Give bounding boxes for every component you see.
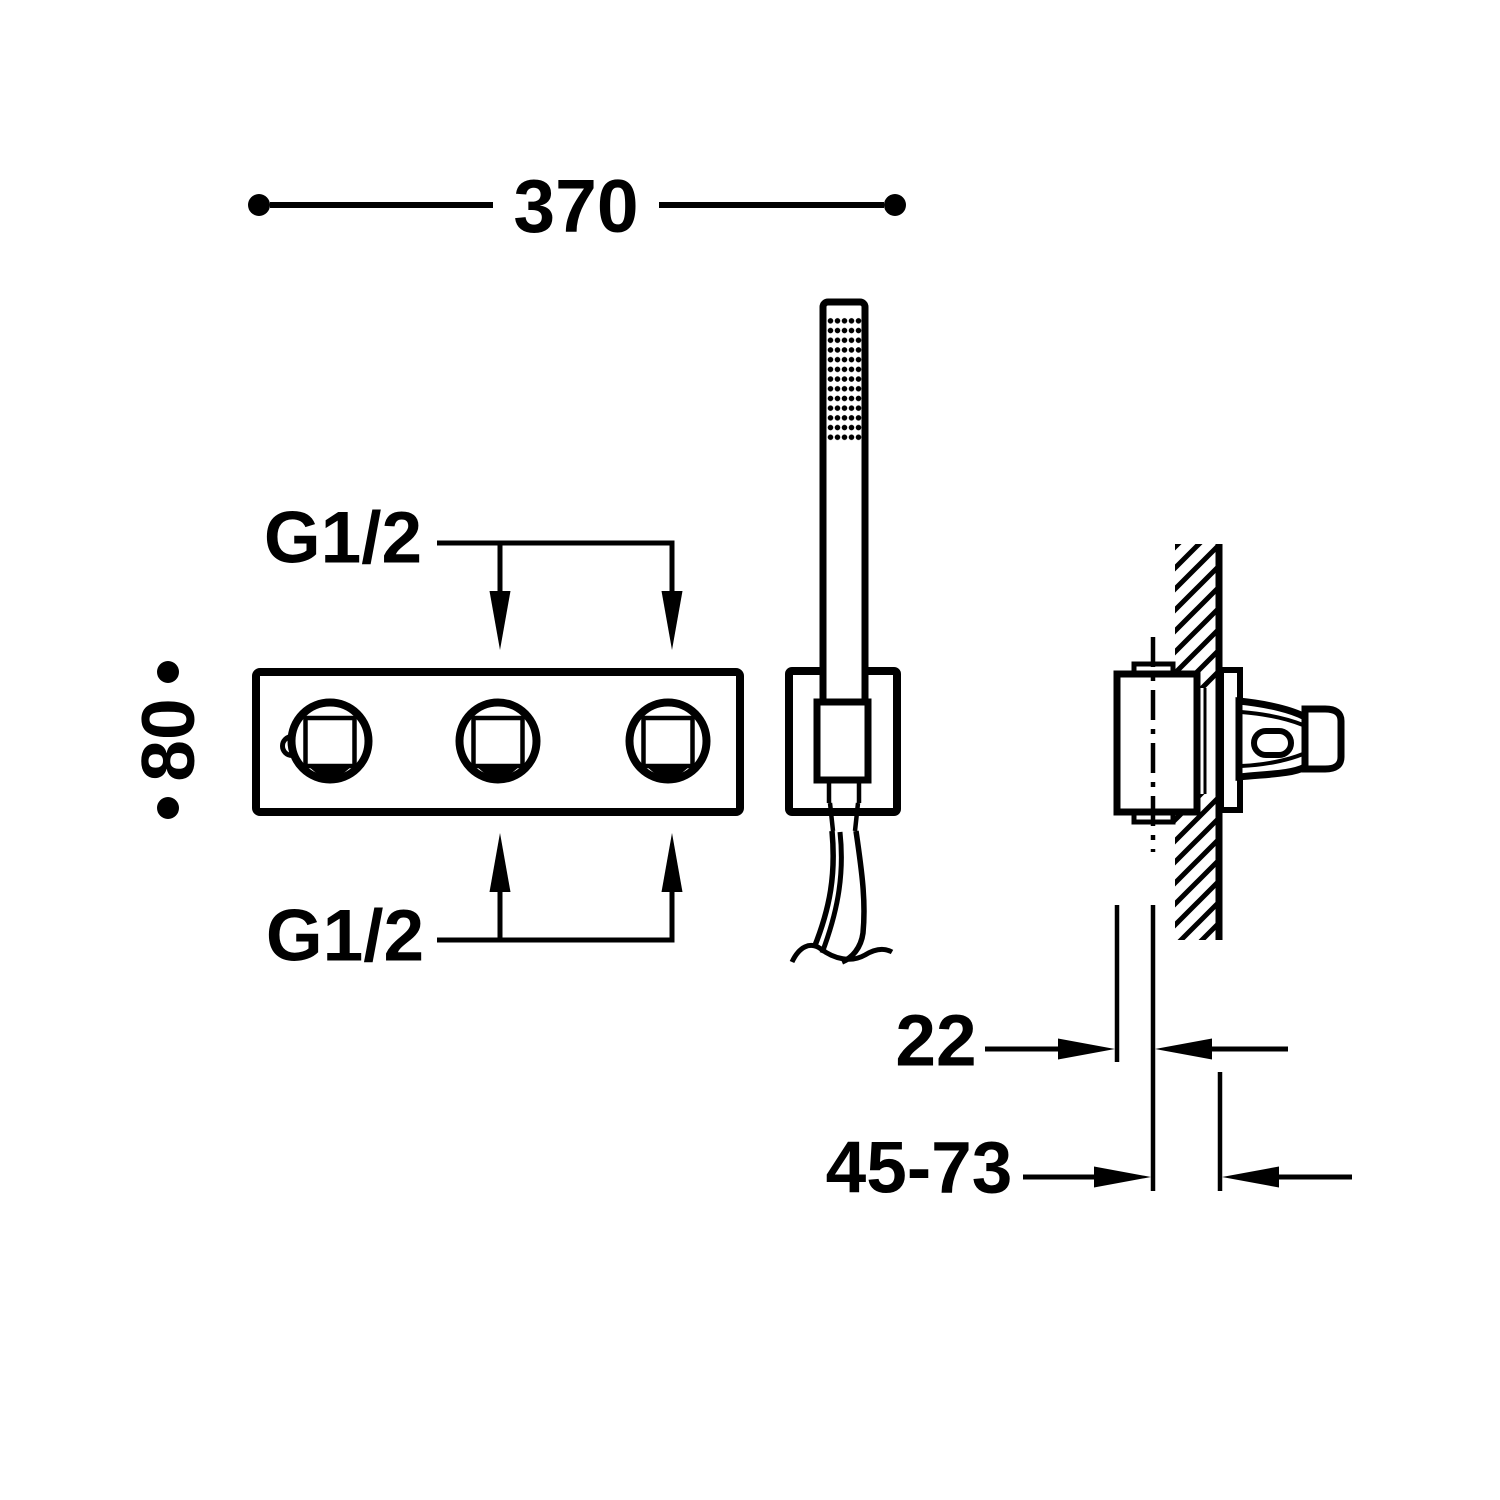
knob-square xyxy=(471,715,525,769)
arrow-left xyxy=(1222,1166,1279,1188)
hand-shower-assembly xyxy=(785,298,901,965)
holder-clamp xyxy=(813,698,872,784)
shower-hose xyxy=(811,830,836,950)
handle-cone-inner-line xyxy=(1240,752,1304,768)
shower-hose xyxy=(819,831,844,954)
thread-annotation-bottom: G1/2 xyxy=(266,833,683,977)
hose-connector xyxy=(826,782,862,832)
depth-dimension-22: 22 xyxy=(895,1001,1288,1082)
depth-range-dimension-label: 45-73 xyxy=(826,1128,1013,1209)
arrow-up xyxy=(661,833,683,892)
knob-left xyxy=(280,698,373,784)
handle-cone-inner-line xyxy=(1240,710,1304,727)
depth-dimension-label: 22 xyxy=(895,1001,976,1082)
leader-line xyxy=(437,540,675,600)
arrow-right xyxy=(1094,1166,1151,1188)
hose-break-line xyxy=(789,943,894,964)
knob-bottom-wedge xyxy=(477,767,519,777)
knob-square xyxy=(641,715,695,769)
arrow-left xyxy=(1155,1038,1212,1060)
depth-dimensions: 22 45-73 xyxy=(826,905,1352,1209)
leader-line xyxy=(437,885,675,943)
knob-bottom-wedge xyxy=(647,767,689,777)
dimension-endpoint-dot xyxy=(157,661,179,683)
dimension-endpoint-dot xyxy=(157,797,179,819)
side-view-wall-section xyxy=(1113,544,1345,940)
thread-label-bottom: G1/2 xyxy=(266,896,424,977)
knob-right xyxy=(625,698,711,784)
handle-slot xyxy=(1251,728,1294,758)
height-dimension: 80 xyxy=(126,661,210,819)
arrow-down xyxy=(489,591,511,650)
knob-bottom-wedge xyxy=(309,767,351,777)
height-dimension-label: 80 xyxy=(126,698,210,781)
arrow-up xyxy=(489,833,511,892)
thread-label-top: G1/2 xyxy=(264,498,422,579)
shower-hose xyxy=(840,830,867,965)
spray-face xyxy=(827,316,862,442)
dimension-endpoint-dot xyxy=(248,194,270,216)
width-dimension-label: 370 xyxy=(513,164,638,248)
width-dimension: 370 xyxy=(248,164,906,248)
thread-annotation-top: G1/2 xyxy=(264,498,683,650)
valve-body xyxy=(1113,670,1201,816)
dimension-endpoint-dot xyxy=(884,194,906,216)
arrow-down xyxy=(661,591,683,650)
knob-middle xyxy=(455,698,541,784)
front-view-mixer-plate xyxy=(252,668,744,816)
depth-range-dimension-45-73: 45-73 xyxy=(826,1128,1352,1209)
arrow-right xyxy=(1058,1038,1115,1060)
knob-square xyxy=(303,715,357,769)
wall-recess-hole xyxy=(1197,688,1217,794)
handle-cap-side-view xyxy=(1301,705,1345,773)
